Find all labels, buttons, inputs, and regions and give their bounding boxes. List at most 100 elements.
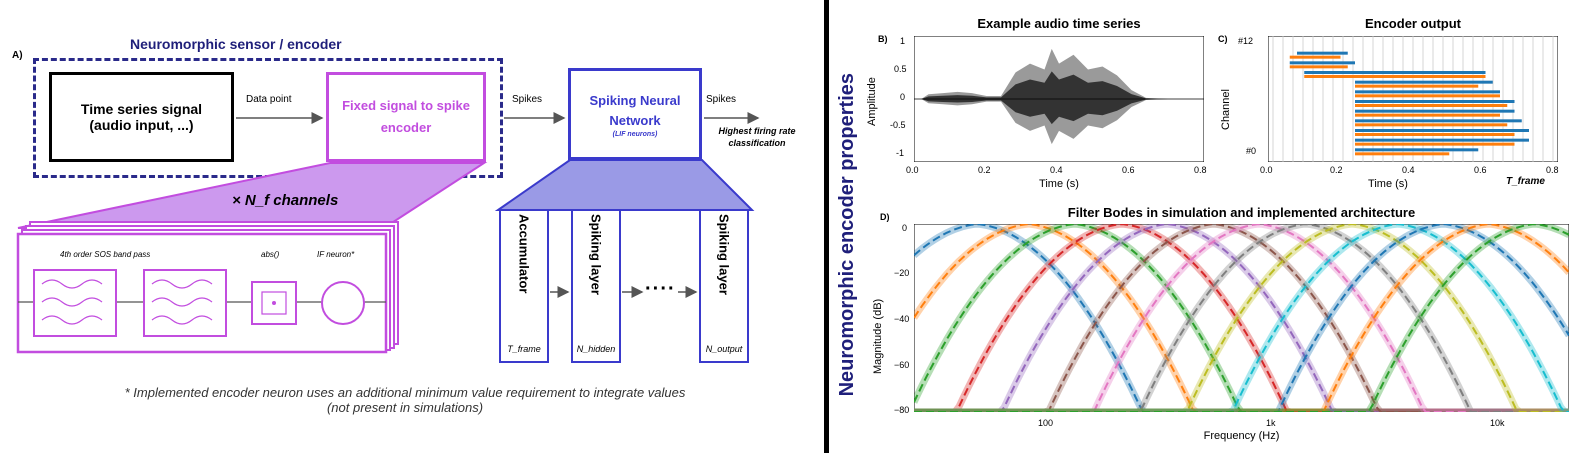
time-series-box: Time series signal (audio input, ...) [49,72,234,162]
vertical-title-wrap: Neuromorphic encoder properties [832,20,862,450]
if-neuron [321,281,365,325]
filter-block-1 [33,269,117,337]
c-xtick: 0.0 [1260,165,1273,175]
audio-envelope-core [914,71,1204,125]
spike-train [1355,80,1493,84]
d-ytick: −40 [894,314,910,324]
abs-label: abs() [261,250,280,259]
spike-train [1355,148,1479,152]
panel-b-title: Example audio time series [977,16,1141,31]
spike-train [1289,65,1348,69]
encoder-box-label: Fixed signal to spike encoder [342,98,470,135]
layer-output: Spiking layer [700,214,748,326]
panel-a-letter: A) [12,50,23,61]
panel-d-xlabel: Frequency (Hz) [1203,430,1280,442]
encoder-title: Neuromorphic sensor / encoder [130,36,342,52]
bode-impl-curve [914,224,1569,412]
tframe-label: T_frame [1506,176,1545,187]
data-point-label: Data point [246,94,292,105]
b-xtick: 0.2 [978,165,991,175]
layer-output-label: Spiking layer [716,214,732,295]
spike-train [1289,55,1341,59]
b-xtick: 0.8 [1194,165,1207,175]
d-xtick: 1k [1266,418,1276,428]
panel-b-xlabel: Time (s) [1039,178,1079,190]
layer-hidden-label: Spiking layer [588,214,604,295]
classification-label: Highest firing rate classification [718,126,796,148]
b-xtick: 0.6 [1122,165,1135,175]
spike-train [1355,94,1500,98]
audio-plot [914,36,1204,162]
spike-train [1355,123,1508,127]
footnote-line-2: (not present in simulations) [326,400,484,415]
spike-train [1355,152,1450,156]
spike-train [1355,138,1529,142]
panel-d-title: Filter Bodes in simulation and implement… [1067,205,1416,220]
snn-sublabel: (LIF neurons) [612,130,658,138]
spike-train [1355,104,1508,107]
layer-ellipsis: ···· [645,278,676,300]
spike-train [1304,75,1486,78]
layer-hidden-sub: N_hidden [576,344,616,354]
bode-impl-curve [914,224,1569,412]
spike-train [1355,119,1522,123]
b-xtick: 0.0 [906,165,919,175]
bode-impl-curve [914,224,1569,412]
b-xtick: 0.4 [1050,165,1063,175]
spike-train [1355,90,1500,94]
filter-block-2 [143,269,227,337]
layer-accumulator: Accumulator [500,214,548,326]
spikes-label-2: Spikes [706,94,737,105]
spikes-label-1: Spikes [512,94,543,105]
c-ytick: #12 [1238,36,1254,46]
d-ytick: −60 [894,360,910,370]
panel-a-connectors [16,112,760,363]
bode-impl-curve [914,224,1569,412]
abs-block [251,281,297,325]
c-xtick: 0.8 [1546,165,1559,175]
spike-train [1355,84,1479,88]
footnote-line-1: * Implemented encoder neuron uses an add… [124,385,686,400]
b-ytick: -1 [896,148,905,158]
layer-accumulator-sub: T_frame [507,344,541,354]
panel-c-title: Encoder output [1364,16,1462,31]
d-xtick: 10k [1490,418,1505,428]
bode-impl-curve [914,224,1569,412]
layer-accumulator-label: Accumulator [516,214,532,294]
spike-train [1297,51,1348,55]
spike-train [1355,142,1515,146]
snn-box: Spiking Neural Network (LIF neurons) [568,68,702,160]
channels-label: × N_f channels [232,192,339,209]
panel-divider [824,0,829,453]
c-xtick: 0.2 [1330,165,1343,175]
spike-train [1355,133,1515,136]
bode-impl-curve [914,224,1569,412]
bode-plot [914,224,1569,412]
vertical-title: Neuromorphic encoder properties [835,73,858,397]
spike-train [1355,109,1515,113]
bode-sim-curve [914,224,1569,412]
panel-b-letter: B) [878,34,888,44]
bode-impl-curve [914,224,1569,412]
spike-train [1355,113,1500,117]
bode-impl-curve [914,224,1569,412]
b-ytick: 0.5 [894,64,907,74]
b-ytick: 0 [900,92,906,102]
panel-d-letter: D) [880,212,890,222]
panel-b-ylabel: Amplitude [866,77,878,126]
footnote: * Implemented encoder neuron uses an add… [0,385,810,415]
bode-impl-curve [914,224,1569,412]
spike-train [1355,100,1515,103]
layer-hidden: Spiking layer [572,214,620,326]
d-ytick: −20 [894,268,910,278]
spike-train [1289,61,1355,65]
spike-train [1355,129,1529,132]
spike-train [1304,71,1486,74]
bode-impl-curve [914,224,1569,412]
panel-c-xlabel: Time (s) [1368,178,1408,190]
d-ytick: 0 [902,223,908,233]
bode-impl-curve [914,224,1569,412]
layer-output-sub: N_output [705,344,743,354]
d-xtick: 100 [1038,418,1054,428]
snn-zoom-shape [494,159,755,211]
